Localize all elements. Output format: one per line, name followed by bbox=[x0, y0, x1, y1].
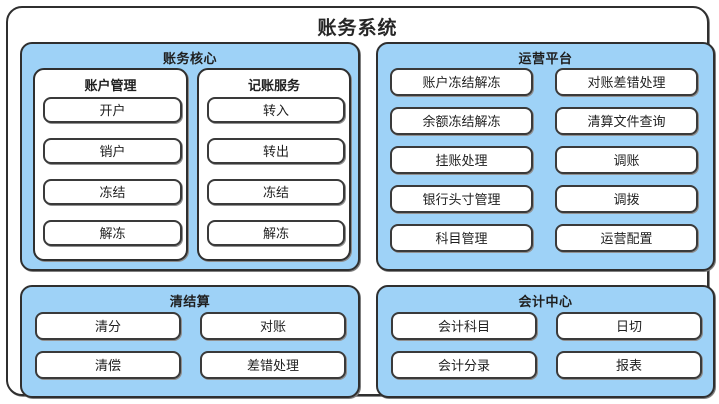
item-close-account[interactable]: 销户 bbox=[43, 138, 182, 164]
item-operations-config[interactable]: 运营配置 bbox=[555, 224, 698, 252]
item-account-freeze-unfreeze[interactable]: 账户冻结解冻 bbox=[390, 68, 533, 96]
subgroup-title-ledger-service: 记账服务 bbox=[247, 78, 300, 93]
item-error-handling[interactable]: 差错处理 bbox=[200, 351, 346, 379]
panel-title-accounting-center: 会计中心 bbox=[518, 294, 573, 309]
item-accounting-subject[interactable]: 会计科目 bbox=[391, 312, 537, 340]
item-fund-allocation[interactable]: 调拨 bbox=[555, 185, 698, 213]
item-reconciliation[interactable]: 对账 bbox=[200, 312, 346, 340]
item-open-account[interactable]: 开户 bbox=[43, 97, 182, 123]
item-account-unfreeze[interactable]: 解冻 bbox=[43, 220, 182, 246]
item-settlement-payment[interactable]: 清偿 bbox=[35, 351, 181, 379]
item-balance-freeze-unfreeze[interactable]: 余额冻结解冻 bbox=[390, 107, 533, 135]
item-suspense-processing[interactable]: 挂账处理 bbox=[390, 146, 533, 174]
item-transfer-in[interactable]: 转入 bbox=[207, 97, 345, 123]
panel-core[interactable]: 账务核心 账户管理 开户 销户 冻结 解冻 记账服务 转入 转出 冻结 解冻 bbox=[20, 42, 360, 271]
subgroup-ledger-service[interactable]: 记账服务 转入 转出 冻结 解冻 bbox=[197, 68, 351, 261]
item-reconciliation-error-handling[interactable]: 对账差错处理 bbox=[555, 68, 698, 96]
item-transfer-out[interactable]: 转出 bbox=[207, 138, 345, 164]
item-report[interactable]: 报表 bbox=[556, 351, 702, 379]
page-title: 账务系统 bbox=[317, 18, 398, 39]
panel-title-operations: 运营平台 bbox=[518, 51, 573, 66]
item-bank-position-management[interactable]: 银行头寸管理 bbox=[390, 185, 533, 213]
panel-clearing-settlement[interactable]: 清结算 清分 清偿 对账 差错处理 bbox=[20, 285, 360, 398]
panel-accounting-center[interactable]: 会计中心 会计科目 会计分录 日切 报表 bbox=[376, 285, 715, 398]
item-clearing-split[interactable]: 清分 bbox=[35, 312, 181, 340]
system-frame: 账务系统 账务核心 账户管理 开户 销户 冻结 解冻 记账服务 转入 转出 冻结… bbox=[6, 6, 715, 398]
subgroup-title-account-management: 账户管理 bbox=[84, 78, 137, 93]
item-subject-management[interactable]: 科目管理 bbox=[390, 224, 533, 252]
item-clearing-file-query[interactable]: 清算文件查询 bbox=[555, 107, 698, 135]
item-ledger-freeze[interactable]: 冻结 bbox=[207, 179, 345, 205]
panel-operations[interactable]: 运营平台 账户冻结解冻 余额冻结解冻 挂账处理 银行头寸管理 科目管理 对账差错… bbox=[376, 42, 715, 271]
item-accounting-entry[interactable]: 会计分录 bbox=[391, 351, 537, 379]
panel-title-clearing-settlement: 清结算 bbox=[169, 294, 211, 309]
item-day-cut[interactable]: 日切 bbox=[556, 312, 702, 340]
item-ledger-unfreeze[interactable]: 解冻 bbox=[207, 220, 345, 246]
panel-title-core: 账务核心 bbox=[162, 51, 217, 66]
subgroup-account-management[interactable]: 账户管理 开户 销户 冻结 解冻 bbox=[33, 68, 188, 261]
item-account-adjustment[interactable]: 调账 bbox=[555, 146, 698, 174]
item-account-freeze[interactable]: 冻结 bbox=[43, 179, 182, 205]
